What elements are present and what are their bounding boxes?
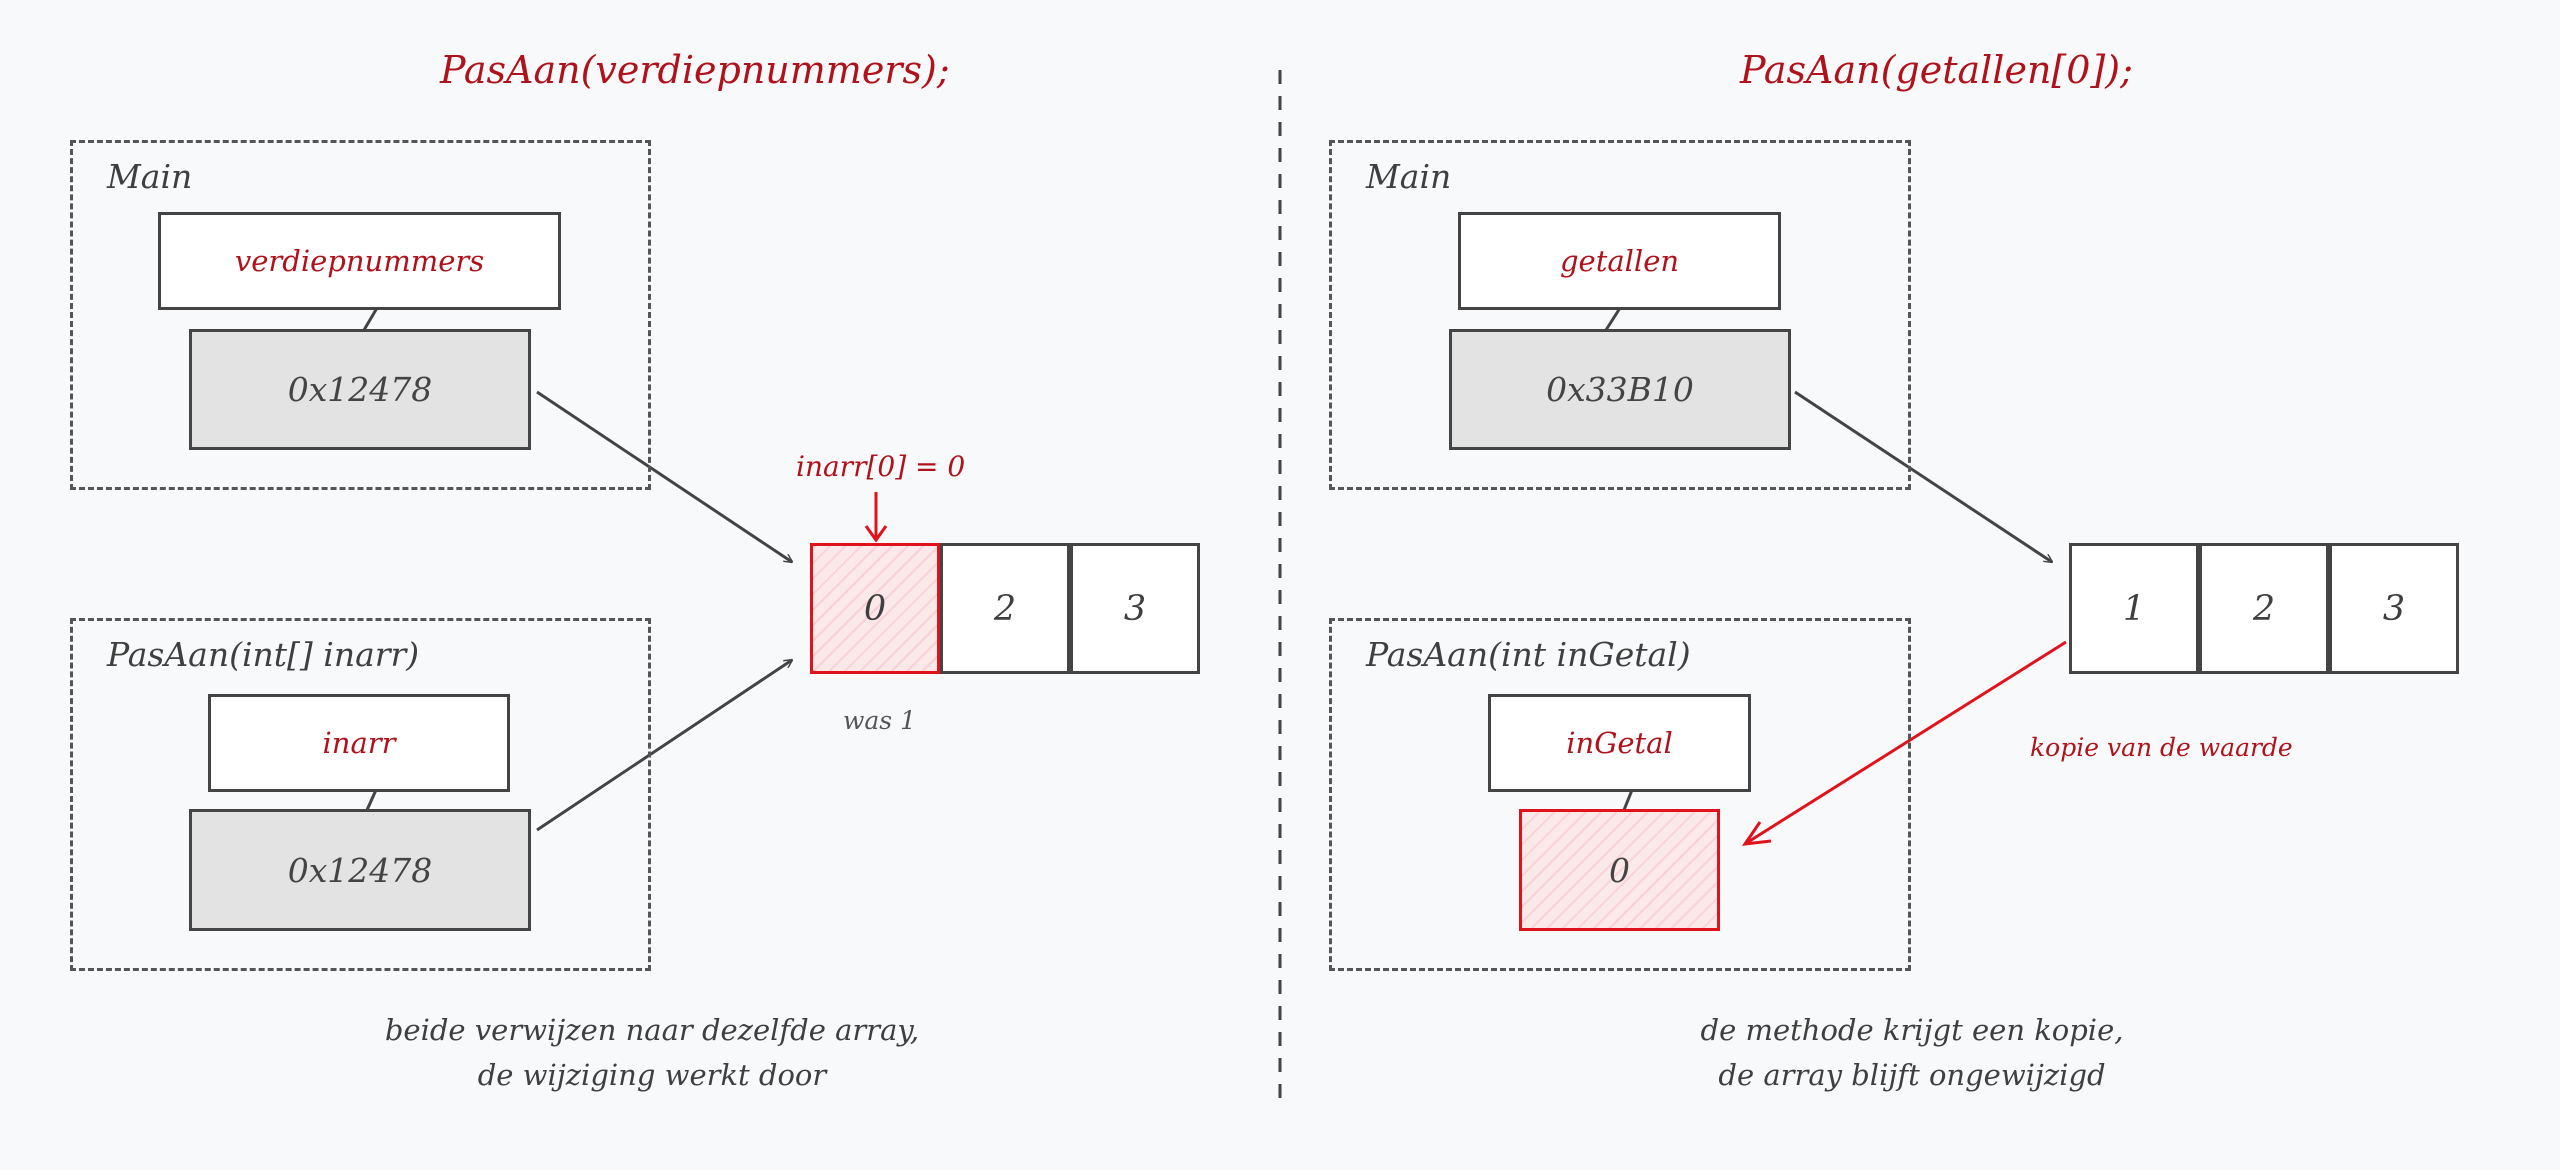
right-array-cell-1: 2 bbox=[2199, 543, 2329, 674]
left-method-var-name: inarr bbox=[208, 694, 510, 792]
left-caption-line-1: beide verwijzen naar dezelfde array, bbox=[384, 1013, 920, 1047]
right-method-var-name: inGetal bbox=[1488, 694, 1751, 792]
right-main-frame-label: Main bbox=[1366, 157, 1452, 196]
right-method-frame-label: PasAan(int inGetal) bbox=[1366, 635, 1691, 674]
left-main-ref-arrow bbox=[536, 390, 792, 562]
left-method-frame-label: PasAan(int[] inarr) bbox=[107, 635, 420, 674]
right-method-var-value: 0 bbox=[1519, 809, 1720, 931]
right-method-name-value-link bbox=[1622, 789, 1634, 811]
left-caption: beide verwijzen naar dezelfde array, de … bbox=[352, 1008, 952, 1098]
right-array-cell-0: 1 bbox=[2069, 543, 2199, 674]
left-array-cell-2: 3 bbox=[1070, 543, 1200, 674]
left-main-frame-label: Main bbox=[107, 157, 193, 196]
left-annotation: inarr[0] = 0 bbox=[796, 450, 966, 483]
left-main-var-name: verdiepnummers bbox=[158, 212, 561, 310]
copy-value-arrow bbox=[1747, 640, 2067, 844]
right-main-name-value-link bbox=[1604, 307, 1622, 331]
was-note: was 1 bbox=[843, 706, 916, 735]
right-main-var-value: 0x33B10 bbox=[1449, 329, 1791, 450]
left-method-ref-arrow bbox=[536, 660, 792, 832]
right-main-frame: Main bbox=[1329, 140, 1911, 490]
right-title: PasAan(getallen[0]); bbox=[1740, 48, 2133, 92]
left-method-frame: PasAan(int[] inarr) bbox=[70, 618, 651, 971]
left-method-name-value-link bbox=[365, 789, 378, 811]
right-caption: de methode krijgt een kopie, de array bl… bbox=[1612, 1008, 2212, 1098]
left-title: PasAan(verdiepnummers); bbox=[440, 48, 950, 92]
left-caption-line-2: de wijziging werkt door bbox=[477, 1058, 827, 1092]
copy-annotation: kopie van de waarde bbox=[2030, 733, 2293, 762]
right-main-var-name: getallen bbox=[1458, 212, 1781, 310]
right-array-cell-2: 3 bbox=[2329, 543, 2459, 674]
right-caption-line-1: de methode krijgt een kopie, bbox=[1700, 1013, 2124, 1047]
left-main-var-value: 0x12478 bbox=[189, 329, 531, 450]
right-method-frame: PasAan(int inGetal) bbox=[1329, 618, 1911, 971]
left-array-cell-0: 0 bbox=[810, 543, 940, 674]
right-caption-line-2: de array blijft ongewijzigd bbox=[1718, 1058, 2106, 1092]
left-method-var-value: 0x12478 bbox=[189, 809, 531, 931]
left-array-cell-1: 2 bbox=[940, 543, 1070, 674]
right-main-ref-arrow bbox=[1794, 390, 2052, 562]
left-main-name-value-link bbox=[362, 307, 379, 331]
left-main-frame: Main bbox=[70, 140, 651, 490]
